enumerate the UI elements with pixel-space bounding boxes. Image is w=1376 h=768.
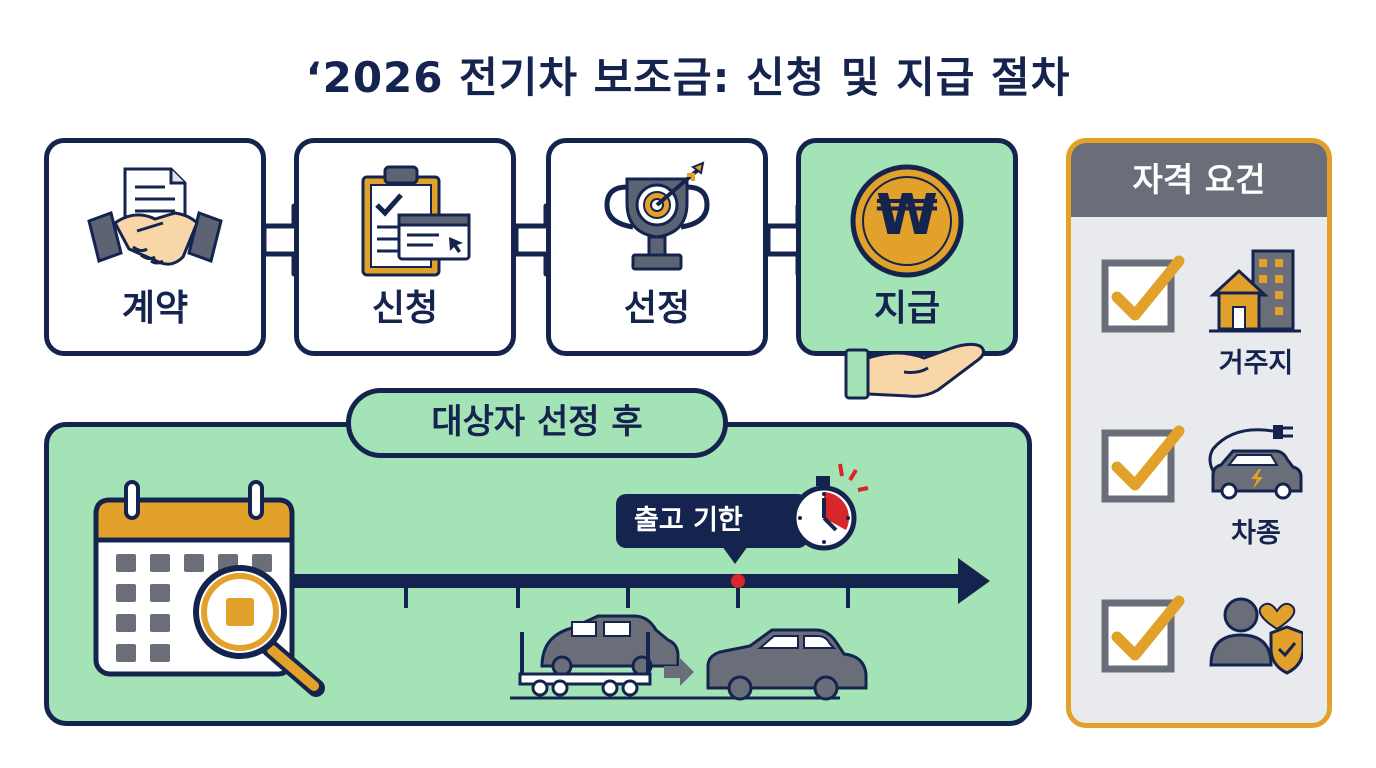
house-building-icon [1209,249,1301,333]
requirement-label: 거주지 [1218,348,1294,379]
step-selection: 선정 [546,138,768,356]
step-label: 계약 [121,288,189,329]
car-carrier-truck-icon [510,614,840,700]
page-title: ‘2026 전기차 보조금: 신청 및 지급 절차 [305,53,1071,102]
requirements-panel: 자격 요건 거주지 [1066,138,1332,728]
open-hand-icon [844,342,985,400]
checkbox-checked-icon [1101,255,1185,333]
step-label: 지급 [873,288,941,329]
requirement-label: 차종 [1231,518,1281,549]
requirements-title: 자격 요건 [1071,143,1327,217]
delivery-deadline-callout: 출고 기한 [616,494,808,548]
person-heart-shield-icon [1209,597,1303,675]
step-label: 선정 [623,288,691,329]
checkbox-checked-icon [1101,425,1185,503]
delivery-timeline [93,480,990,701]
won-symbol: ₩ [876,183,938,248]
step-label: 신청 [371,288,439,329]
step-payment: ₩ 지급 [796,138,1018,356]
stage-tag: 대상자 선정 후 [346,388,728,458]
requirement-vehicle: 차종 [1071,417,1327,557]
stopwatch-icon [791,463,869,551]
clipboard-application-icon [361,165,471,277]
timeline-arrow-icon [294,558,990,608]
won-coin-icon [850,164,964,278]
checkbox-checked-icon [1101,595,1185,673]
car-icon [706,628,868,701]
handshake-contract-icon [87,167,223,266]
calendar-magnifier-icon [93,480,325,697]
trophy-target-icon [604,161,710,271]
step-contract: 계약 [44,138,266,356]
requirement-eligibility [1071,587,1327,723]
requirement-residence: 거주지 [1071,247,1327,387]
step-application: 신청 [294,138,516,356]
callout-tail [722,546,748,564]
electric-car-plug-icon [1208,425,1303,500]
small-arrow-icon [664,658,694,686]
